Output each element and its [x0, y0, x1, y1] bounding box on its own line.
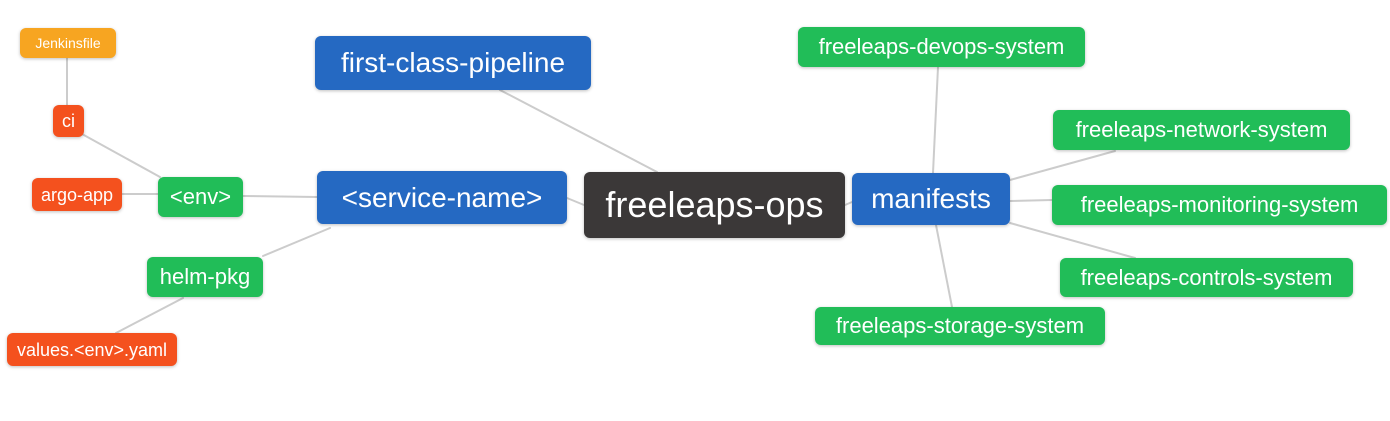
edge-manifests-network-system: [1009, 150, 1116, 181]
node-service-name[interactable]: <service-name>: [317, 171, 567, 224]
node-freeleaps-controls-system[interactable]: freeleaps-controls-system: [1060, 258, 1353, 297]
node-first-class-pipeline[interactable]: first-class-pipeline: [315, 36, 591, 90]
edge-manifests-monitoring-system: [1009, 199, 1053, 202]
node-freeleaps-devops-system[interactable]: freeleaps-devops-system: [798, 27, 1085, 67]
node-freeleaps-network-system[interactable]: freeleaps-network-system: [1053, 110, 1350, 150]
edge-manifests-controls-system: [1009, 222, 1136, 259]
edge-env-ci: [81, 133, 161, 178]
node-freeleaps-storage-system[interactable]: freeleaps-storage-system: [815, 307, 1105, 345]
edge-helm-pkg-values-env-yaml: [115, 297, 184, 334]
edge-manifests-devops-system: [932, 66, 939, 174]
node-freeleaps-ops[interactable]: freeleaps-ops: [584, 172, 845, 238]
edge-manifests-storage-system: [935, 224, 953, 308]
node-manifests[interactable]: manifests: [852, 173, 1010, 225]
edge-ops-first-class-pipeline: [499, 89, 658, 173]
node-jenkinsfile[interactable]: Jenkinsfile: [20, 28, 116, 58]
edge-service-name-helm-pkg: [262, 227, 331, 257]
node-ci[interactable]: ci: [53, 105, 84, 137]
node-argo-app[interactable]: argo-app: [32, 178, 122, 211]
node-env[interactable]: <env>: [158, 177, 243, 217]
node-values-env-yaml[interactable]: values.<env>.yaml: [7, 333, 177, 366]
node-helm-pkg[interactable]: helm-pkg: [147, 257, 263, 297]
node-freeleaps-monitoring-system[interactable]: freeleaps-monitoring-system: [1052, 185, 1387, 225]
edge-service-name-env: [242, 195, 318, 198]
edge-ops-service-name: [566, 197, 585, 206]
edge-ops-manifests: [844, 201, 853, 206]
